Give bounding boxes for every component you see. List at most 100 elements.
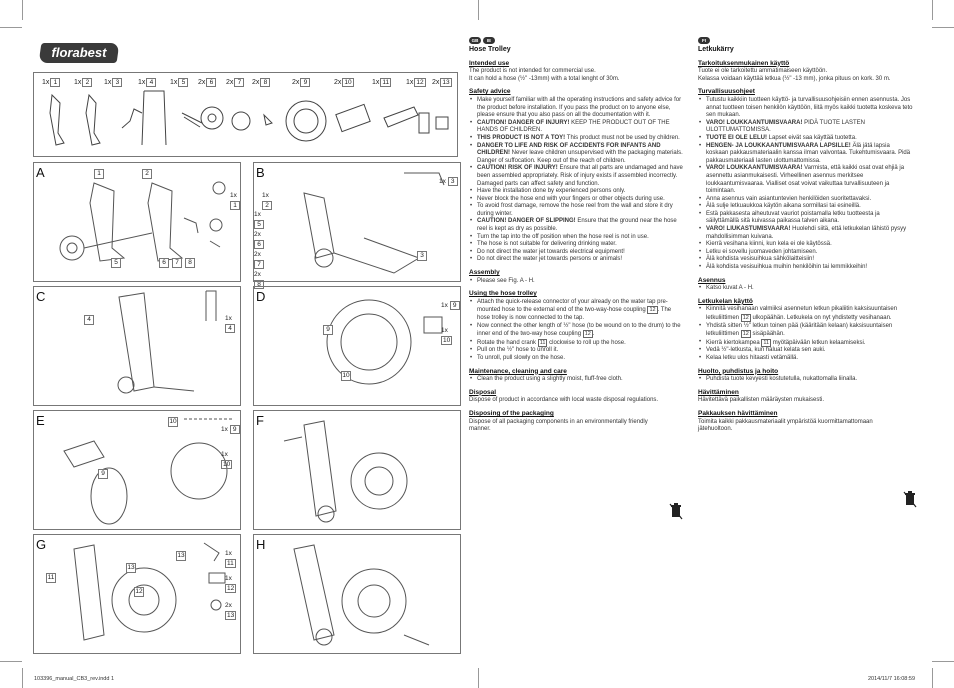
panel-C-drawing — [117, 290, 217, 394]
en-intended-text: The product is not intended for commerci… — [469, 68, 620, 82]
panel-label: C — [36, 289, 46, 304]
en-disposal-heading: Disposal — [469, 388, 497, 396]
part-number: 12 — [414, 78, 426, 87]
qty-11: 1x 11 — [225, 550, 236, 568]
crop-mark — [0, 27, 22, 28]
en-using-list: Attach the quick-release connector of yo… — [469, 299, 684, 363]
list-item: Yhdistä sitten ½" letkun toinen pää (kää… — [698, 323, 913, 339]
part-qty: 2x — [226, 79, 234, 86]
part-number: 11 — [380, 78, 392, 87]
qty-1: 1x 1 — [230, 191, 240, 211]
crop-mark — [932, 668, 933, 688]
list-item: Clean the product using a slightly moist… — [469, 376, 684, 384]
list-item: Have the installation done by experience… — [469, 188, 684, 196]
footer-file-name: 103396_manual_CB3_rev.indd 1 — [34, 676, 115, 682]
part-reference: 11 — [537, 338, 548, 347]
callout-7: 7 — [172, 258, 182, 268]
list-item: THIS PRODUCT IS NOT A TOY! This product … — [469, 135, 684, 143]
callout-5: 5 — [111, 258, 121, 268]
callout-8: 8 — [185, 258, 195, 268]
crop-mark — [0, 661, 22, 662]
en-intended-heading: Intended use — [469, 59, 510, 67]
list-item: TUOTE EI OLE LELU! Lapset eivät saa käyt… — [698, 135, 913, 143]
fi-packaging-text: Toimita kaikki pakkausmateriaalit ympäri… — [698, 418, 873, 433]
part-number: 1 — [50, 78, 61, 87]
country-flag: IE — [483, 37, 495, 44]
qty-7: 2x 7 — [254, 250, 264, 270]
part-qty: 1x — [170, 79, 178, 86]
fi-disposal-heading: Hävittäminen — [698, 388, 739, 396]
callout-9: 9 — [98, 469, 108, 479]
callout-2: 2 — [142, 169, 152, 179]
part-number: 7 — [234, 78, 245, 87]
waste-bin-icon — [669, 503, 683, 520]
list-item: VARO! LOUKKAANTUMISVAARA! PIDÄ TUOTE LAS… — [698, 120, 913, 135]
panel-label: A — [36, 165, 45, 180]
part-axle — [181, 112, 203, 128]
qty-9: 1x 9 — [441, 301, 460, 311]
part-number: 13 — [440, 78, 452, 87]
fi-disposal-text: Hävitettävä paikallisten määräysten muka… — [698, 397, 825, 404]
list-item: Attach the quick-release connector of yo… — [469, 299, 684, 323]
en-using-heading: Using the hose trolley — [469, 290, 537, 298]
fi-packaging-heading: Pakkauksen hävittäminen — [698, 409, 778, 417]
logo-text: florabest — [51, 45, 107, 60]
panel-C: C 4 1x 4 — [33, 286, 241, 406]
part-handle — [141, 90, 167, 146]
crop-mark — [478, 0, 479, 20]
part-reference: 12 — [647, 306, 658, 315]
part-right-bracket — [85, 93, 101, 146]
callout-13: 13 — [126, 563, 136, 573]
list-item: Letku ei sovellu juomaveden johtamiseen. — [698, 249, 913, 257]
part-reference: 12 — [740, 330, 751, 339]
qty-6: 2x 6 — [254, 230, 264, 250]
callout-4: 4 — [84, 315, 94, 325]
panel-label: D — [256, 289, 266, 304]
list-item: To unroll, pull slowly on the hose. — [469, 355, 684, 363]
part-reference: 12 — [582, 330, 593, 339]
en-maintenance-list: Clean the product using a slightly moist… — [469, 376, 684, 384]
part-qty: 2x — [198, 79, 206, 86]
qty-3: 1x 3 — [439, 177, 458, 187]
florabest-logo: florabest — [38, 43, 120, 63]
part-qty: 2x — [292, 79, 300, 86]
fi-using-heading: Letkukelan käyttö — [698, 297, 753, 305]
part-qty: 1x — [104, 79, 112, 86]
part-number: 2 — [82, 78, 93, 87]
part-qty: 2x — [334, 79, 342, 86]
qty-10: 1x 10 — [441, 327, 453, 345]
qty-10: 1x 10 — [221, 451, 233, 469]
panel-H-drawing — [293, 544, 430, 646]
part-number: 5 — [178, 78, 189, 87]
qty-8: 2x 8 — [254, 270, 264, 290]
part-wheel — [200, 106, 224, 130]
qty-2: 1x 2 — [262, 191, 272, 211]
fi-maintenance-list: Puhdista tuote kevyesti kostutetulla, nu… — [698, 376, 913, 384]
part-coupling — [418, 112, 430, 134]
part-qty: 1x — [406, 79, 414, 86]
en-assembly-heading: Assembly — [469, 269, 500, 277]
waste-bin-icon — [903, 491, 917, 508]
en-disposal-text: Dispose of product in accordance with lo… — [469, 397, 659, 404]
parts-drawings — [49, 90, 449, 146]
list-item: The hose is not suitable for delivering … — [469, 241, 684, 249]
callout-10: 10 — [168, 417, 178, 427]
list-item: Puhdista tuote kevyesti kostutetulla, nu… — [698, 376, 913, 384]
fi-safety-heading: Turvallisuusohjeet — [698, 88, 755, 96]
list-item: Kelaa letku ulos hitaasti vetämällä. — [698, 355, 913, 363]
language-flags: FI — [698, 37, 913, 44]
panel-A: A 1 2 5 6 7 8 1x 1 1x 2 1x 5 2x 6 2x 7 2… — [33, 162, 272, 289]
part-qty: 1x — [74, 79, 82, 86]
part-drum-clip — [335, 103, 371, 133]
part-reference: 11 — [761, 338, 772, 347]
qty-4: 1x 4 — [225, 314, 240, 334]
